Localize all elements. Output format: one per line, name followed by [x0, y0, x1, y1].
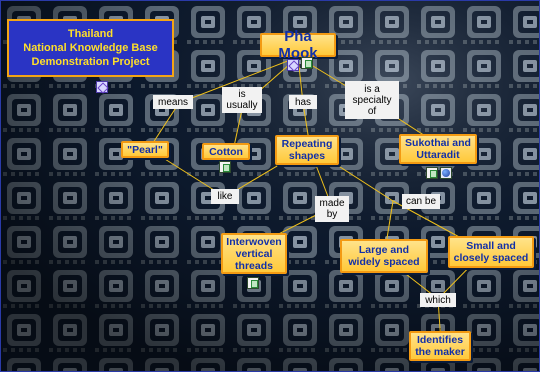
concept-map-icon[interactable]	[96, 81, 108, 93]
concept-sukothai-uttaradit[interactable]: Sukothai and Uttaradit	[399, 134, 477, 164]
document-icon[interactable]	[219, 161, 231, 173]
link-which[interactable]: which	[420, 293, 456, 307]
link-like[interactable]: like	[211, 189, 239, 204]
concept-interwoven-threads[interactable]: Interwoven vertical threads	[221, 233, 287, 274]
concept-cotton[interactable]: Cotton	[202, 143, 250, 160]
document-icon[interactable]	[301, 57, 313, 69]
concept-identifies-maker[interactable]: Identifies the maker	[409, 331, 471, 361]
link-can-be[interactable]: can be	[402, 194, 440, 209]
document-icon[interactable]	[426, 167, 438, 179]
globe-icon[interactable]	[440, 167, 452, 179]
title-line-1: Thailand	[67, 28, 114, 40]
title-line-2: National Knowledge Base	[23, 42, 158, 54]
concept-pearl[interactable]: "Pearl"	[121, 141, 169, 158]
link-means[interactable]: means	[153, 95, 193, 109]
link-is-usually[interactable]: is usually	[222, 87, 262, 113]
concept-pha-mook[interactable]: Pha Mook	[260, 28, 336, 62]
concept-map-icon[interactable]	[287, 59, 299, 71]
link-specialty-of[interactable]: is a specialty of	[345, 81, 399, 119]
edge-has-shapes	[302, 102, 310, 142]
project-title-box: Thailand National Knowledge Base Demonst…	[7, 19, 174, 77]
edge-phamook-means	[178, 56, 299, 104]
link-made-by[interactable]: made by	[315, 196, 349, 222]
concept-large-widely-spaced[interactable]: Large and widely spaced	[340, 239, 428, 273]
title-line-3: Demonstration Project	[31, 56, 150, 68]
concept-small-closely-spaced[interactable]: Small and closely spaced	[448, 236, 534, 268]
document-icon[interactable]	[247, 277, 259, 289]
link-has[interactable]: has	[289, 95, 317, 109]
concept-repeating-shapes[interactable]: Repeating shapes	[275, 135, 339, 165]
